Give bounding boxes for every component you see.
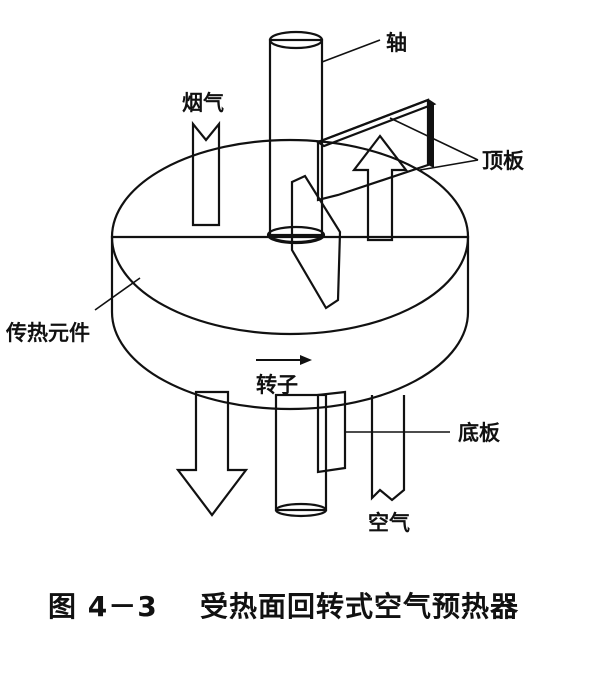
figure-title: 受热面回转式空气预热器 [200,590,519,623]
label-air: 空气 [368,511,410,535]
label-top-plate: 顶板 [482,149,525,173]
shaft-upper [266,30,326,245]
figure-number: 图 4－3 [48,590,158,623]
air-outlet-arrow [351,134,409,242]
flue-gas-outlet-arrow [175,390,249,517]
label-rotor: 转子 [256,373,298,397]
rotor-cylinder [110,235,470,411]
flue-gas-inlet-arrow [191,120,221,227]
label-heat-element: 传热元件 [5,321,90,345]
top-plate [315,98,437,202]
rotation-arrow [256,355,312,365]
heat-element-grid [110,138,470,336]
label-flue-gas: 烟气 [182,91,224,115]
label-shaft: 轴 [386,31,407,55]
bottom-plate [316,390,347,474]
label-bottom-plate: 底板 [458,421,501,445]
sector-plate-front [290,174,342,310]
leader-lines [94,39,479,433]
shaft-lower [274,393,328,518]
air-inlet-stream [370,395,406,502]
